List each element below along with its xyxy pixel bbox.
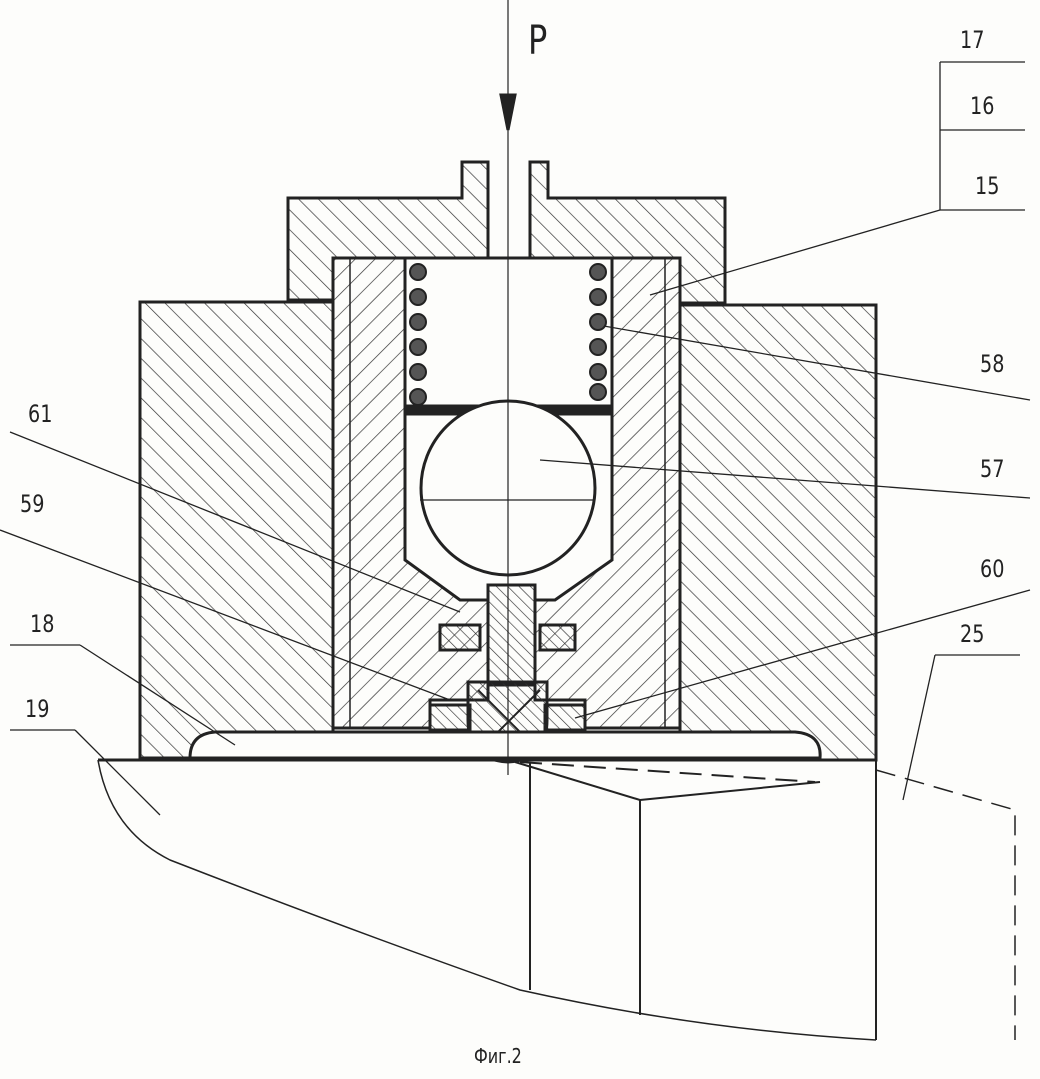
stem: [488, 585, 535, 685]
label-18: 18: [30, 610, 54, 638]
force-label: P: [528, 18, 547, 64]
washer-right: [540, 625, 575, 650]
plate-18: [190, 732, 820, 758]
label-59: 59: [20, 490, 44, 518]
figure-caption: Фиг.2: [474, 1044, 522, 1068]
housing-left: [140, 302, 333, 758]
label-15: 15: [975, 172, 999, 200]
label-16: 16: [970, 92, 994, 120]
washer-left: [440, 625, 480, 650]
label-17: 17: [960, 26, 984, 54]
label-19: 19: [25, 695, 49, 723]
label-60: 60: [980, 555, 1004, 583]
housing-right: [680, 305, 876, 760]
label-57: 57: [980, 455, 1004, 483]
label-25: 25: [960, 620, 984, 648]
force-arrow-icon: [501, 95, 515, 130]
label-58: 58: [980, 350, 1004, 378]
label-61: 61: [28, 400, 52, 428]
seat-left: [430, 705, 470, 730]
body-19: [98, 760, 876, 1040]
